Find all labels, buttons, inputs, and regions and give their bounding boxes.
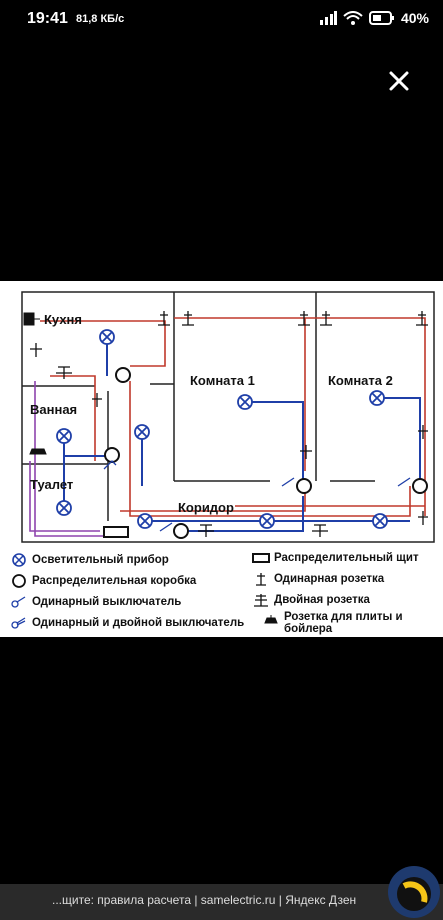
light-fixture-icon [12, 553, 26, 567]
stove-socket-toilet [29, 448, 47, 455]
distribution-panel [103, 526, 129, 538]
source-link[interactable]: ...щите: правила расчета | samelectric.r… [52, 893, 357, 907]
room-label-kitchen: Кухня [44, 312, 82, 327]
room-label-toilet: Туалет [30, 477, 74, 492]
status-icons: 40% [319, 10, 429, 26]
light-fixtures [56, 329, 388, 529]
single-socket-icon [256, 573, 266, 586]
stove-socket-kitchen [23, 312, 40, 326]
double-socket-icon [254, 594, 268, 607]
purple-wires [29, 381, 108, 537]
wifi-icon [343, 11, 363, 25]
legend-single-socket: Одинарная розетка [252, 571, 384, 587]
room-label-room1: Комната 1 [190, 373, 255, 388]
floor-plan [21, 291, 435, 543]
switches [103, 460, 411, 532]
legend-panel: Распределительный щит [252, 550, 419, 566]
legend-junction-box: Распределительная коробка [10, 573, 196, 589]
diagram-legend: Осветительный прибор Распределительная к… [0, 544, 443, 636]
junction-boxes [104, 367, 428, 539]
status-time: 19:41 [27, 10, 68, 27]
room-label-bathroom: Ванная [30, 402, 78, 417]
junction-box-icon [12, 574, 26, 588]
wiring-diagram-image: Кухня Ванная Туалет Комната 1 Комната 2 … [0, 281, 443, 637]
battery-icon [368, 11, 394, 25]
signal-icon [319, 11, 337, 25]
room-label-room2: Комната 2 [328, 373, 393, 388]
blue-wires [63, 337, 421, 532]
legend-double-socket: Двойная розетка [252, 592, 370, 608]
red-wires [40, 317, 426, 517]
source-bar [0, 884, 443, 920]
sockets [30, 311, 428, 537]
double-switch-icon [11, 617, 26, 629]
switch-icon [11, 596, 26, 608]
status-bar: 19:41 81,8 КБ/с 40% [0, 0, 443, 40]
close-icon[interactable] [384, 66, 414, 96]
room-label-corridor: Коридор [178, 500, 234, 515]
status-speed: 81,8 КБ/с [76, 13, 125, 25]
stove-socket-icon [264, 615, 278, 624]
legend-single-switch: Одинарный выключатель [10, 594, 181, 610]
legend-single-double-switch: Одинарный и двойной выключатель [10, 615, 244, 631]
zen-logo-icon[interactable] [386, 864, 442, 920]
legend-lighting: Осветительный прибор [10, 552, 169, 568]
legend-stove-socket: Розетка для плиты и бойлера [262, 611, 414, 635]
battery-percent: 40% [400, 10, 429, 26]
panel-icon [252, 553, 270, 563]
